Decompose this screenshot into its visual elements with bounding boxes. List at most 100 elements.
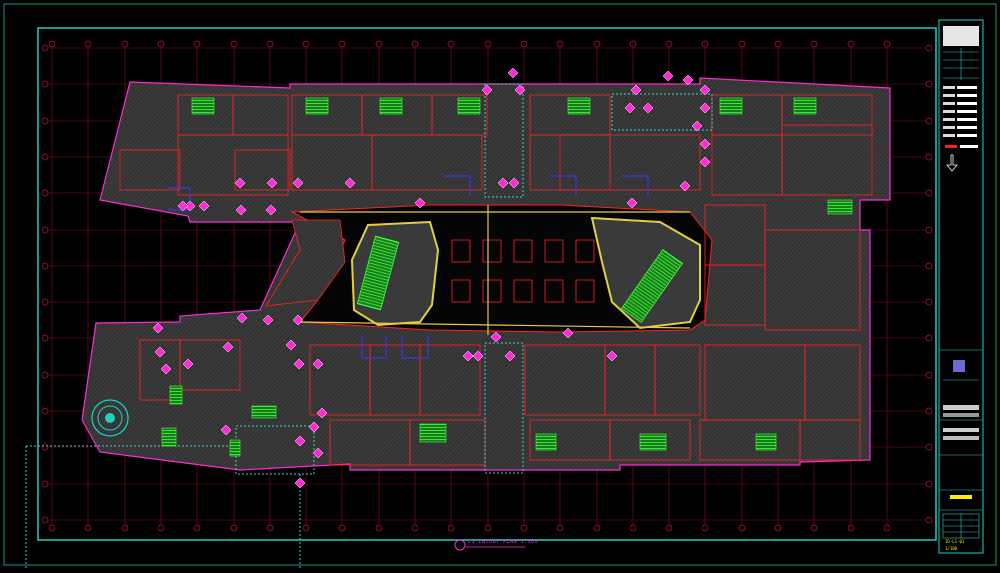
stair-block	[251, 405, 277, 419]
grid-bubble-icon	[810, 524, 818, 532]
grid-bubble-icon	[925, 117, 933, 125]
diamond-tag-icon	[679, 180, 691, 192]
grid-bubble-icon	[157, 40, 165, 48]
diamond-tag-icon	[182, 358, 194, 370]
grid-bubble-icon	[193, 524, 201, 532]
title-block	[939, 26, 983, 539]
grid-bubble-icon	[701, 40, 709, 48]
grid-bubble-icon	[738, 524, 746, 532]
diamond-tag-icon	[691, 120, 703, 132]
diamond-tag-icon	[222, 341, 234, 353]
floor-plate	[81, 77, 891, 471]
grid-bubble-icon	[520, 524, 528, 532]
corridor-outline-south	[299, 321, 691, 329]
shop-unit	[781, 94, 873, 136]
grid-bubble-icon	[41, 480, 49, 488]
stair-block	[535, 433, 557, 451]
grid-bubble-icon	[520, 40, 528, 48]
plan-title: L1 LAYOUT PLAN 1:500	[468, 539, 538, 545]
grid-bubble-icon	[556, 524, 564, 532]
grid-bubble-icon	[847, 524, 855, 532]
grid-bubble-icon	[48, 524, 56, 532]
grid-bubble-icon	[41, 44, 49, 52]
diamond-tag-icon	[294, 477, 306, 489]
diamond-tag-icon	[504, 350, 516, 362]
grid-bubble-icon	[375, 524, 383, 532]
shop-units	[119, 94, 873, 466]
stair-block	[161, 427, 177, 447]
grid-bubble-icon	[41, 153, 49, 161]
diamond-tag-icon	[344, 177, 356, 189]
shop-unit	[119, 149, 181, 191]
diamond-tag-icon	[294, 435, 306, 447]
west-escalator	[356, 235, 400, 311]
shop-unit	[179, 339, 241, 391]
grid-bubble-icon	[121, 40, 129, 48]
stair-block	[719, 97, 743, 115]
diamond-tag-icon	[292, 177, 304, 189]
west-atrium-island	[350, 220, 440, 327]
diamond-tag-icon	[177, 200, 189, 212]
shop-unit	[559, 134, 701, 191]
grid-bubble-icon	[665, 524, 673, 532]
grid-bubble-icon	[629, 40, 637, 48]
atrium-west-bridge	[265, 219, 346, 307]
grid-bubble-icon	[41, 262, 49, 270]
grid-bubble-icon	[925, 334, 933, 342]
diamond-tag-icon	[265, 204, 277, 216]
shop-unit	[654, 344, 701, 416]
grid-bubble-icon	[701, 524, 709, 532]
sw-rotunda	[91, 399, 129, 437]
shop-unit	[704, 264, 766, 326]
grid-bubble-icon	[925, 226, 933, 234]
grid-bubble-icon	[266, 40, 274, 48]
grid-bubble-icon	[593, 40, 601, 48]
grid-bubble-icon	[484, 40, 492, 48]
grid-bubble-icon	[883, 40, 891, 48]
diamond-tag-icon	[699, 138, 711, 150]
stair-block	[827, 199, 853, 215]
diamond-tag-icon	[626, 197, 638, 209]
grid-bubble-icon	[774, 40, 782, 48]
grid-bubble-icon	[925, 516, 933, 524]
title-block-frame	[938, 19, 984, 554]
grid-bubble-icon	[447, 40, 455, 48]
diamond-tag-icon	[266, 177, 278, 189]
diamond-tag-icon	[198, 200, 210, 212]
grid-bubble-icon	[883, 524, 891, 532]
grid-bubble-icon	[157, 524, 165, 532]
grid-bubble-icon	[41, 298, 49, 306]
diamond-tag-icon	[292, 314, 304, 326]
service-core-ne	[611, 93, 713, 131]
lift-core-north	[484, 83, 524, 198]
diamond-tag-icon	[308, 421, 320, 433]
atrium-details	[299, 205, 701, 335]
diamond-tag-icon	[235, 204, 247, 216]
stair-block	[457, 97, 481, 115]
stair-block	[419, 423, 447, 443]
grid-bubble-icon	[41, 407, 49, 415]
atrium-column	[544, 279, 564, 303]
grid-bubble-icon	[411, 40, 419, 48]
north-arrow-icon	[946, 154, 958, 172]
grid-bubble-icon	[121, 524, 129, 532]
grid-bubble-icon	[629, 524, 637, 532]
stair-blocks	[161, 97, 853, 457]
stair-block	[305, 97, 329, 115]
grid-bubble-icon	[925, 480, 933, 488]
grid-bubble-icon	[774, 524, 782, 532]
shop-unit	[371, 134, 483, 191]
diamond-tag-icon	[642, 102, 654, 114]
diamond-tag-icon	[316, 407, 328, 419]
grid-bubble-icon	[41, 516, 49, 524]
grid-bubble-icon	[41, 80, 49, 88]
entrance-loops	[168, 175, 649, 359]
shop-unit	[799, 419, 861, 461]
diamond-tag-icon	[508, 177, 520, 189]
diamond-tag-icon	[662, 70, 674, 82]
plan-title-text: L1 LAYOUT PLAN 1:500	[468, 539, 539, 545]
stair-block	[191, 97, 215, 115]
atrium-column	[544, 239, 564, 263]
grid-bubble-icon	[556, 40, 564, 48]
